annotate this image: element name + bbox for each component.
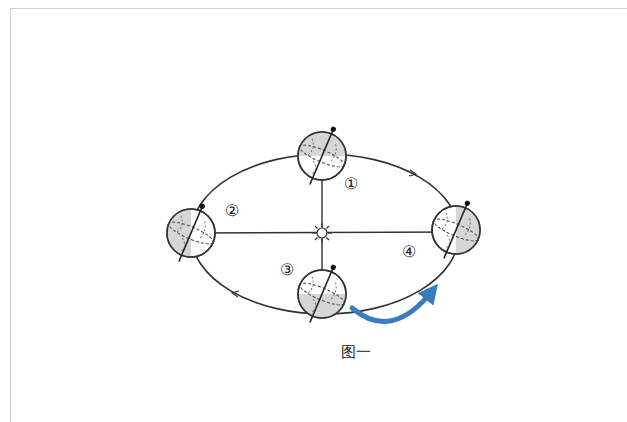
- figure-caption: 图一: [340, 345, 372, 360]
- callout-number: ④: [401, 244, 417, 260]
- page-frame: [10, 8, 627, 422]
- callout-number: ①: [343, 176, 359, 192]
- callout-number: ③: [279, 262, 295, 278]
- callout-number: ②: [224, 203, 240, 219]
